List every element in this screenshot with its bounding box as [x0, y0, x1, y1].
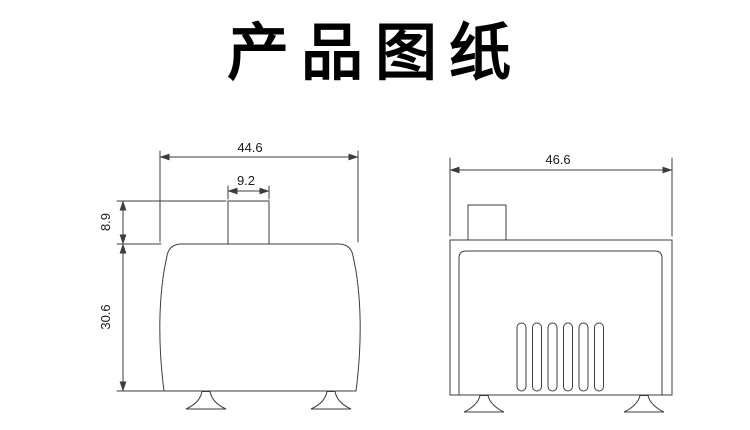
suction-foot-left-front [185, 391, 227, 410]
suction-foot-left-side [463, 395, 505, 413]
dimension-body-height: 30.6 [98, 243, 164, 392]
outlet-nozzle-side [467, 204, 507, 241]
pump-body-side-outline [449, 239, 673, 396]
coil-rod [563, 322, 573, 392]
dimension-front-overall-width: 44.6 [159, 140, 359, 243]
inner-housing-wall [458, 250, 663, 396]
suction-foot-right-front [310, 391, 352, 410]
dim-label-outlet-height: 8.9 [98, 213, 113, 231]
dimension-outlet-width: 9.2 [227, 173, 270, 200]
suction-foot-right-side [623, 395, 665, 413]
dimension-side-overall-width: 46.6 [449, 152, 673, 237]
dim-label-side-overall-width: 46.6 [545, 152, 570, 167]
page-title: 产品图纸 [226, 20, 523, 88]
front-view: 44.6 9.2 8.9 30.6 [98, 140, 361, 410]
side-view: 46.6 [449, 152, 673, 413]
coil-rod [547, 322, 558, 392]
dim-label-front-overall-width: 44.6 [237, 140, 262, 155]
impeller-coil [516, 322, 604, 392]
dim-label-outlet-width: 9.2 [237, 173, 255, 188]
coil-rod [578, 322, 589, 392]
coil-rod [594, 322, 604, 392]
coil-rod [516, 322, 527, 392]
coil-rod [532, 322, 542, 392]
dimension-outlet-height: 8.9 [98, 200, 227, 245]
dim-label-body-height: 30.6 [98, 304, 113, 329]
pump-body-front-outline [159, 243, 361, 392]
outlet-nozzle-front [227, 200, 270, 245]
